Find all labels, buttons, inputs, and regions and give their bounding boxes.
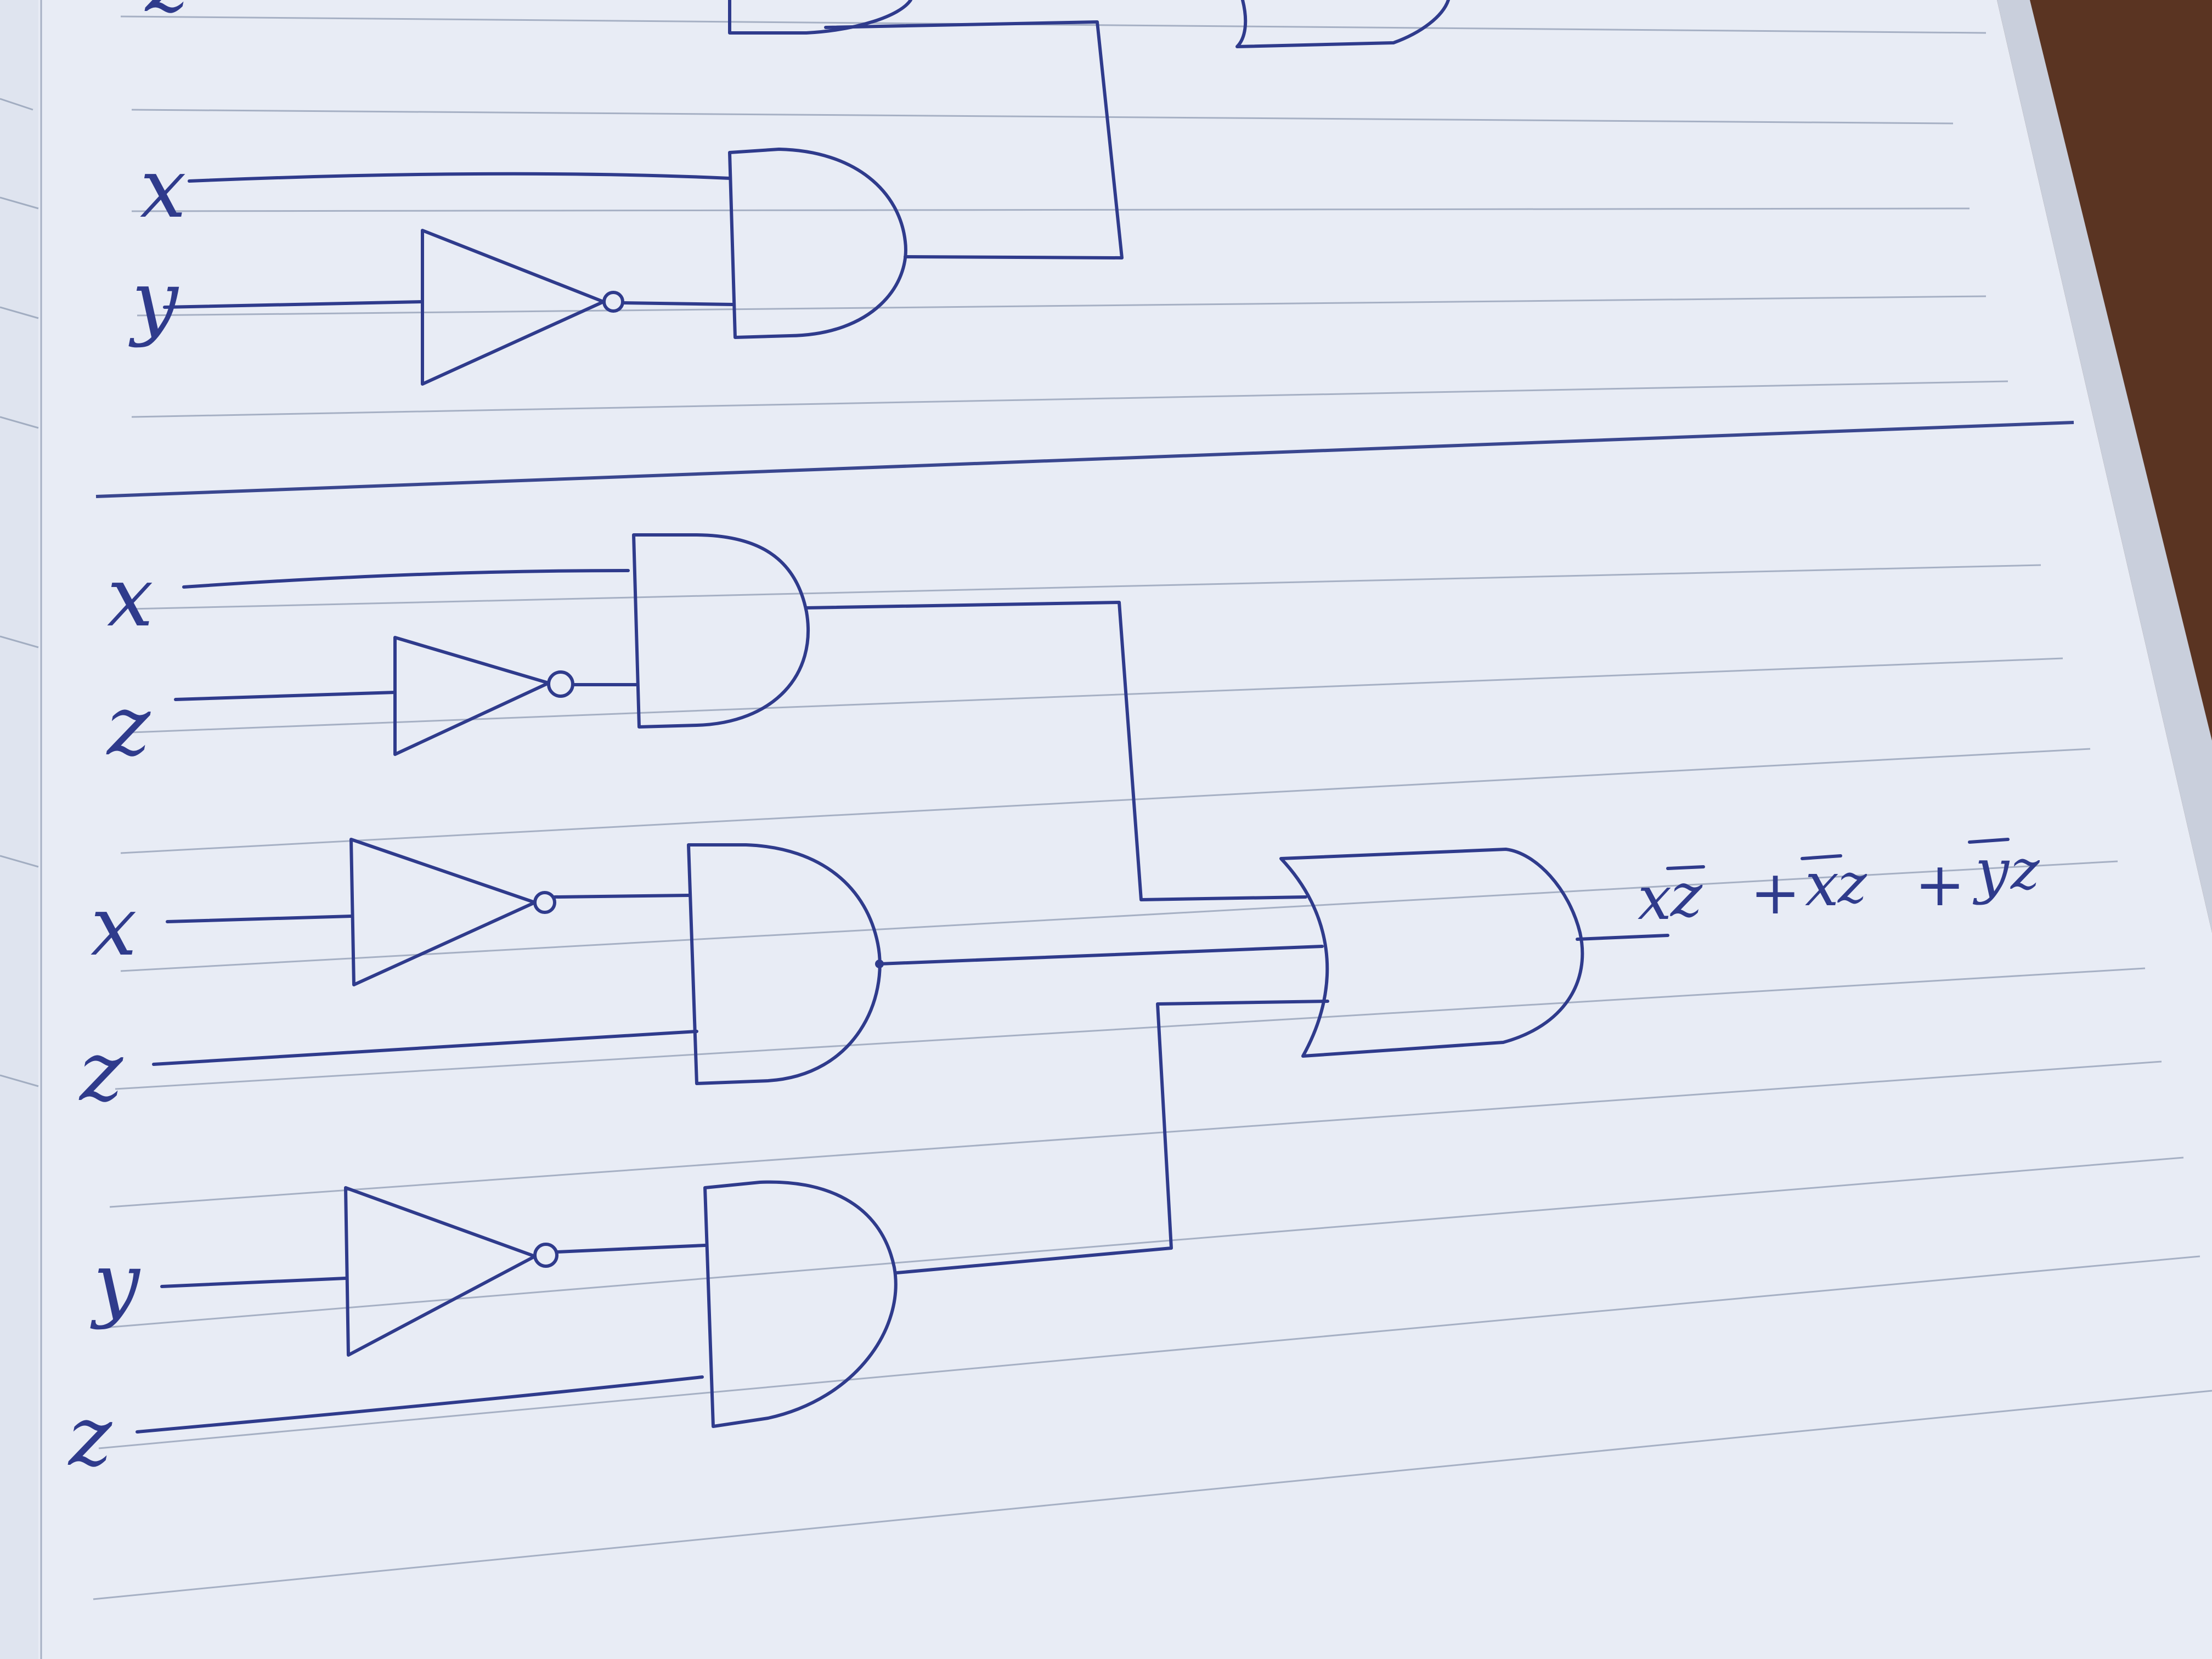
g1-input-x-label: x [107,550,154,645]
top-input-x-label: x [140,141,187,236]
top-partial-or-gate [1235,0,1450,48]
output-expression: x z + x z + y z [1638,836,2040,933]
output-term-3-var: y [1972,836,2010,906]
page-edge-stack [0,0,42,1659]
output-term-1-var: x [1638,863,1672,933]
output-plus-1: + [1750,857,1801,928]
g3-input-y-label: y [90,1235,141,1331]
gate-group-1: x z [106,533,1307,901]
g3-wire-z [136,1375,704,1434]
ruled-lines [93,15,2212,1600]
g3-input-z-label: z [67,1389,112,1485]
top-wire-x [188,172,731,183]
or-output-wire [1576,934,1669,941]
and-gate-icon [703,1180,898,1428]
output-term-3-z: z [2010,838,2040,902]
g1-wire-x [182,569,630,589]
g3-wire-y [160,1277,347,1288]
main-circuit: x z x z [67,533,2040,1485]
g2-wire-z [152,1030,698,1066]
output-bar-2 [1801,854,1842,860]
output-term-2-z: z [1837,851,1867,916]
gate-group-2: x z [78,838,1324,1120]
top-wire-not-to-and [621,301,734,306]
top-wire-y [163,300,424,309]
page-shadow [1997,0,2212,933]
g2-input-z-label: z [78,1024,123,1120]
section-separator [95,421,2074,498]
and-gate-icon [632,533,810,729]
top-wire-vertical [824,20,1124,259]
g1-wire-z [174,691,397,701]
g3-wire-not-to-and [555,1244,707,1254]
g2-wire-x [166,915,353,923]
gate-group-3: y z [67,1000,1329,1485]
g3-output-wire [895,1000,1329,1274]
output-term-2-var: x [1805,849,1839,919]
top-input-y-label: y [128,253,179,349]
or-gate-icon [1279,848,1584,1058]
g1-output-wire [805,601,1307,901]
and-gate-icon [687,843,882,1085]
g2-wire-not-to-and [553,894,690,899]
top-circuit: z x y [128,0,1450,386]
top-partial-z-label: z [144,0,189,31]
not-gate-icon [344,1186,558,1357]
output-bar-3 [1968,838,2010,844]
not-gate-icon [349,838,556,986]
g1-input-z-label: z [106,679,151,774]
output-bar-1 [1666,865,1705,870]
top-partial-and-gate [728,0,912,35]
and-gate-icon [728,148,907,339]
g2-output-wire [878,945,1324,966]
output-term-1-z: z [1669,860,1703,930]
output-plus-2: + [1915,849,1965,919]
g2-input-x-label: x [91,879,137,974]
